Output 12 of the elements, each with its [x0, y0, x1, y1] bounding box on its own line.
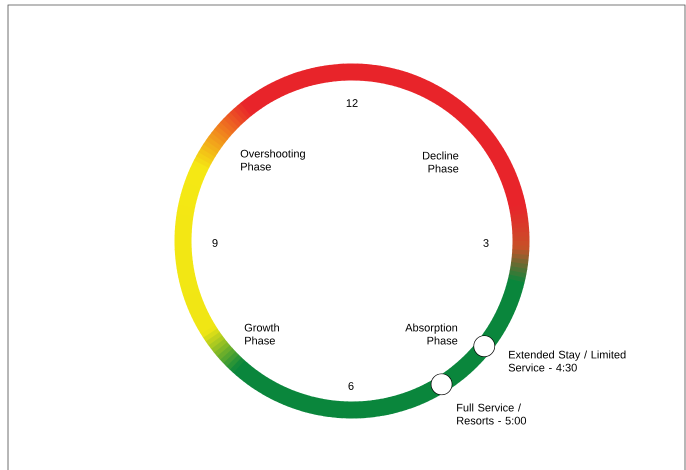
- marker-label: Extended Stay / Limited Service - 4:30: [508, 350, 626, 372]
- marker-circle: [430, 373, 452, 396]
- clock-number: 9: [212, 239, 218, 247]
- clock-number: 6: [348, 382, 354, 390]
- clock-number: 3: [483, 239, 489, 247]
- phase-label: Growth Phase: [244, 323, 279, 345]
- marker-circle: [473, 335, 496, 358]
- clock-number: 12: [346, 99, 358, 107]
- marker-label: Full Service / Resorts - 5:00: [457, 403, 526, 425]
- phase-label: Absorption Phase: [405, 323, 458, 345]
- phase-label: Decline Phase: [423, 151, 458, 173]
- phase-label: Overshooting Phase: [240, 149, 305, 171]
